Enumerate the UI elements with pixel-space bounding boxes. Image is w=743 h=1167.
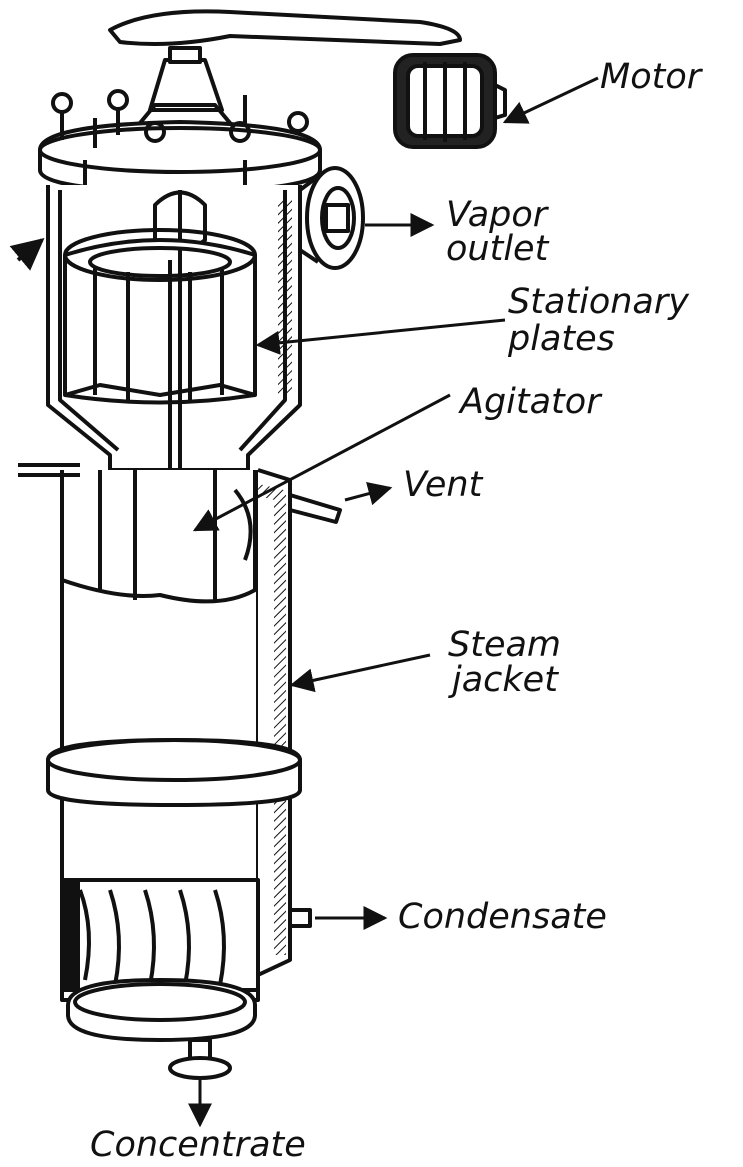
drive-housing — [148, 58, 224, 112]
leaders — [188, 76, 599, 1128]
label-agitator: Agitator — [460, 382, 601, 422]
vapor-outlet-nozzle — [298, 166, 365, 270]
motor — [393, 53, 507, 149]
label-steam-jacket-line1: Steam — [448, 625, 562, 665]
label-vapor-outlet-line2: outlet — [446, 229, 549, 269]
label-stationary-plates-line1: Stationary — [508, 282, 689, 322]
label-condensate: Condensate — [398, 897, 607, 937]
vent-pipe — [289, 493, 342, 524]
stationary-plates — [63, 228, 257, 405]
motor-arm — [108, 9, 462, 46]
label-motor: Motor — [600, 57, 702, 97]
label-stationary-plates-line2: plates — [508, 319, 615, 359]
bottom-flange — [66, 978, 257, 1042]
label-vent: Vent — [403, 465, 483, 505]
label-steam-jacket-line2: jacket — [452, 660, 558, 700]
label-concentrate: Concentrate — [90, 1125, 306, 1165]
condensate-pipe — [288, 908, 312, 928]
bottom-rotor — [60, 878, 260, 992]
label-vapor-outlet-line1: Vapor — [446, 195, 548, 235]
